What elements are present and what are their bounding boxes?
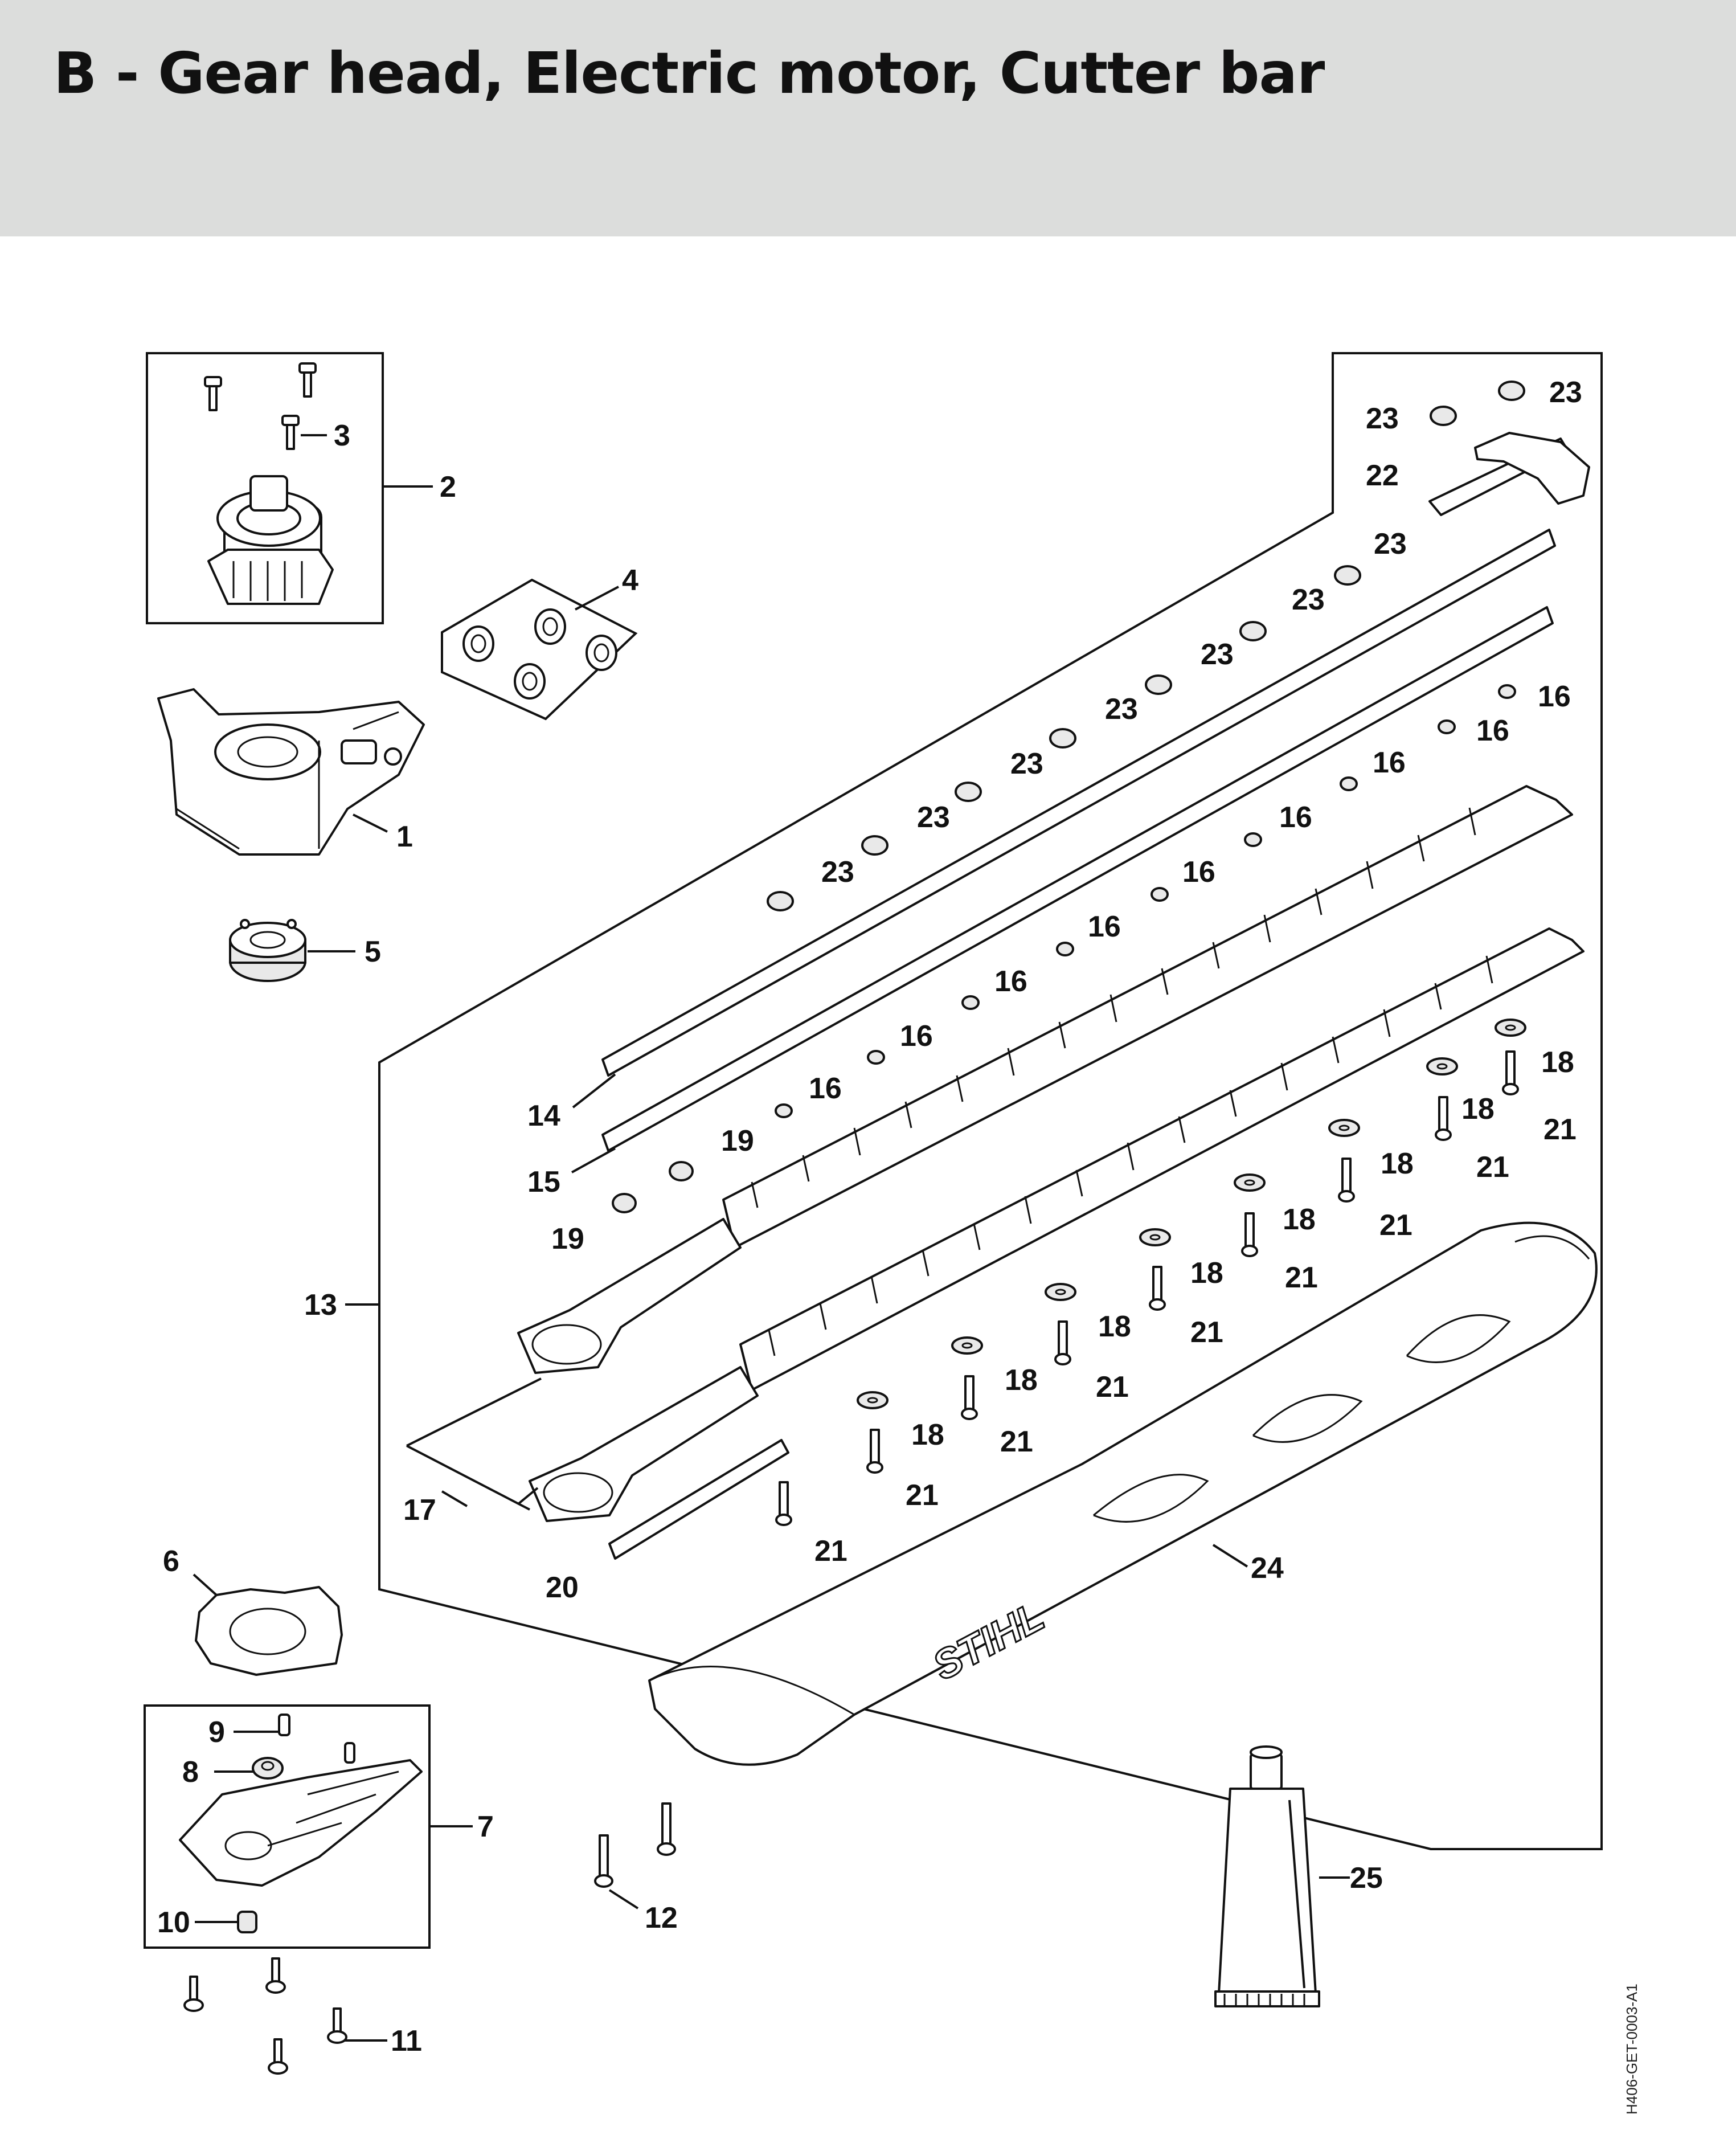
callout-16-h: 16 <box>900 1020 933 1053</box>
callout-3: 3 <box>334 419 350 452</box>
grease-tube-25 <box>1214 1745 1320 2007</box>
callout-9: 9 <box>208 1716 225 1749</box>
callout-16-c: 16 <box>1373 746 1406 779</box>
callout-23-b: 23 <box>1366 402 1399 435</box>
callout-16-b: 16 <box>1476 714 1509 747</box>
callout-12: 12 <box>645 1901 678 1935</box>
callout-23-c: 23 <box>1374 527 1407 561</box>
callout-18-d: 18 <box>1283 1203 1316 1236</box>
callout-23-a: 23 <box>1549 376 1582 409</box>
assembly-frame-13 <box>378 352 1603 1850</box>
callout-18-e: 18 <box>1190 1257 1223 1290</box>
gasket <box>195 1586 343 1676</box>
callout-21-b: 21 <box>1476 1151 1509 1184</box>
callout-21-d: 21 <box>1285 1261 1318 1294</box>
callout-21-f: 21 <box>1096 1371 1129 1404</box>
callout-19-b: 19 <box>551 1222 584 1256</box>
drawing-code: H406-GET-0003-A1 <box>1623 1984 1640 2115</box>
leader-lines <box>193 434 1350 2042</box>
callout-23-h: 23 <box>917 801 950 834</box>
callout-18-c: 18 <box>1381 1147 1414 1180</box>
damper-set <box>441 578 638 721</box>
spacers-16 <box>775 684 1516 1118</box>
gear-cover <box>179 1759 423 1887</box>
callout-2: 2 <box>440 471 456 504</box>
callout-23-d: 23 <box>1292 583 1325 616</box>
bearing-8-inner <box>261 1761 275 1771</box>
plug-10 <box>237 1911 257 1933</box>
callout-16-f: 16 <box>1088 910 1121 943</box>
bearing-8 <box>252 1757 284 1780</box>
callout-5: 5 <box>365 935 381 968</box>
electric-motor <box>207 475 334 605</box>
gasket-hole <box>229 1608 306 1655</box>
callout-6: 6 <box>163 1545 179 1578</box>
upper-cutter-blade <box>517 785 1573 1374</box>
bearing-flange <box>229 919 306 982</box>
callout-16-g: 16 <box>994 965 1027 998</box>
callout-17: 17 <box>403 1494 436 1527</box>
pin-9b <box>344 1742 355 1764</box>
callout-23-g: 23 <box>1010 747 1043 780</box>
pin-9 <box>278 1714 290 1736</box>
blade-sheath-24 <box>648 1221 1598 1766</box>
spacers-19 <box>612 1161 694 1213</box>
page-title: B - Gear head, Electric motor, Cutter ba… <box>54 40 1325 107</box>
callout-16-i: 16 <box>809 1072 842 1105</box>
callout-7: 7 <box>477 1810 494 1843</box>
callout-8: 8 <box>182 1756 199 1789</box>
callout-22: 22 <box>1366 459 1399 492</box>
screws-21 <box>775 1050 1519 1526</box>
callout-16-d: 16 <box>1279 801 1312 834</box>
lower-cutter-blade <box>529 927 1584 1522</box>
callout-13: 13 <box>304 1289 337 1322</box>
callout-15: 15 <box>527 1166 560 1199</box>
screws-11 <box>183 1957 347 2075</box>
motor-kit-box <box>146 352 384 624</box>
callout-18-f: 18 <box>1098 1310 1131 1343</box>
callout-25: 25 <box>1350 1862 1383 1895</box>
callout-19-a: 19 <box>721 1124 754 1158</box>
callout-21-g: 21 <box>1000 1425 1033 1458</box>
screws-12 <box>594 1802 676 1888</box>
callout-1: 1 <box>396 820 413 853</box>
callout-21-c: 21 <box>1379 1209 1412 1242</box>
callout-16-e: 16 <box>1182 856 1215 889</box>
guide-plate-15 <box>601 606 1554 1152</box>
callout-11: 11 <box>391 2025 422 2058</box>
callout-numbers: 1 2 3 4 5 6 7 8 9 10 11 12 13 14 15 16 1… <box>157 376 1582 2058</box>
motor-screws <box>204 362 317 450</box>
washers-18 <box>857 1019 1526 1409</box>
callout-18-h: 18 <box>911 1418 944 1451</box>
callout-21-a: 21 <box>1543 1113 1577 1146</box>
callout-14: 14 <box>527 1099 560 1132</box>
callout-18-b: 18 <box>1461 1093 1495 1126</box>
callout-4: 4 <box>622 564 638 597</box>
callout-21-i: 21 <box>814 1535 847 1568</box>
guide-bar-14 <box>601 529 1556 1077</box>
callout-16-a: 16 <box>1538 680 1571 713</box>
callout-20: 20 <box>546 1571 579 1604</box>
callout-23-i: 23 <box>821 856 854 889</box>
callout-18-a: 18 <box>1541 1046 1574 1079</box>
callout-21-e: 21 <box>1190 1316 1223 1349</box>
callout-24: 24 <box>1251 1552 1284 1585</box>
callout-18-g: 18 <box>1005 1364 1038 1397</box>
nuts-23 <box>767 381 1525 911</box>
callout-23-f: 23 <box>1105 693 1138 726</box>
callout-23-e: 23 <box>1201 638 1234 671</box>
header-band: B - Gear head, Electric motor, Cutter ba… <box>0 0 1736 236</box>
gear-housing <box>157 688 425 856</box>
callout-21-h: 21 <box>906 1479 939 1512</box>
hand-guard-22 <box>1428 432 1590 516</box>
callout-10: 10 <box>157 1906 190 1939</box>
link-plate-20 <box>608 1439 789 1560</box>
